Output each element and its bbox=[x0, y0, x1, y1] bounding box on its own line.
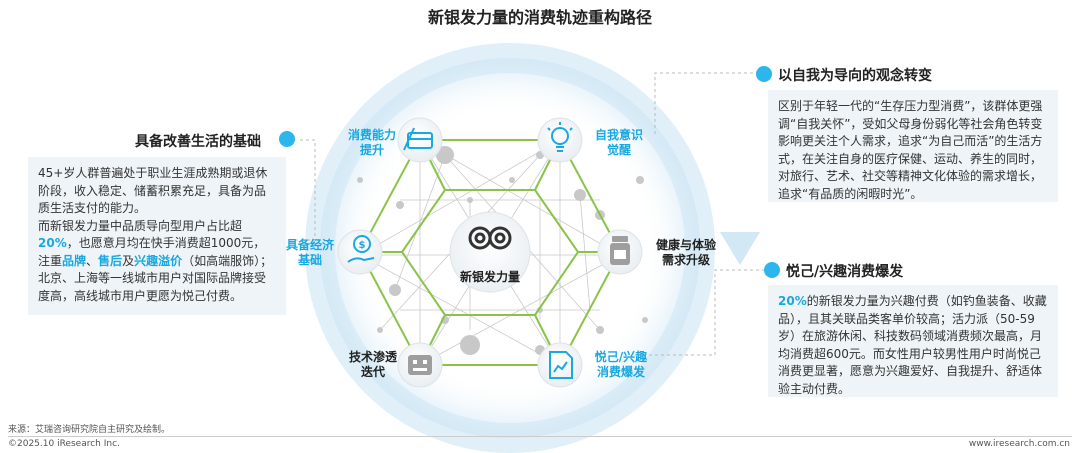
connector-right-top bbox=[654, 72, 765, 135]
tech-device-icon bbox=[408, 355, 432, 375]
copyright: ©2025.10 iResearch Inc. bbox=[8, 439, 120, 449]
right-top-text-box: 区别于年轻一代的“生存压力型消费”，该群体更强调“自我关怀”，受如父母身份弱化等… bbox=[768, 90, 1058, 202]
node-label-tech-penetration: 技术渗透迭代 bbox=[348, 350, 397, 379]
ring-arrow-icon bbox=[720, 232, 760, 265]
node-label-self-pleasing: 悦己/兴趣消费爆发 bbox=[594, 350, 648, 379]
node-label-economic-foundation: 具备经济基础 bbox=[285, 238, 334, 267]
source-note: 来源：艾瑞咨询研究院自主研究及绘制。 bbox=[8, 425, 171, 435]
node-circle-self-pleasing bbox=[537, 342, 583, 388]
document-chart-icon bbox=[549, 351, 573, 379]
svg-text:$: $ bbox=[359, 240, 366, 251]
center-logo-icon bbox=[468, 226, 512, 250]
page-title: 新银发力量的消费轨迹重构路径 bbox=[427, 8, 652, 27]
right-top-heading: 以自我为导向的观念转变 bbox=[778, 68, 932, 84]
right-bottom-heading: 悦己/兴趣消费爆发 bbox=[786, 264, 904, 280]
left-paragraph-2: 而新银发力量中品质导向型用户占比超20%，也愿意月均在快手消费超1000元，注重… bbox=[38, 218, 273, 303]
center-circle bbox=[449, 211, 531, 293]
footer-divider bbox=[8, 436, 1072, 437]
node-label-self-awareness: 自我意识觉醒 bbox=[594, 128, 643, 157]
node-label-consumption-ability: 消费能力提升 bbox=[347, 128, 396, 157]
left-heading: 具备改善生活的基础 bbox=[135, 134, 261, 150]
left-paragraph-1: 45+岁人群普遍处于职业生涯成熟期或退休阶段，收入稳定、储蓄积累充足，具备为品质… bbox=[38, 166, 268, 215]
right-top-heading-dot bbox=[756, 66, 772, 82]
connector-left bbox=[290, 139, 316, 241]
connector-right-bottom bbox=[640, 269, 765, 356]
left-heading-dot bbox=[279, 131, 295, 147]
card-payment-icon bbox=[403, 127, 433, 151]
center-label: 新银发力量 bbox=[459, 270, 520, 284]
coin-hand-icon bbox=[347, 235, 375, 263]
right-bottom-heading-dot bbox=[764, 262, 780, 278]
medicine-bottle-icon bbox=[610, 236, 630, 265]
website-link[interactable]: www.iresearch.com.cn bbox=[968, 439, 1070, 449]
left-text-box: 45+岁人群普遍处于职业生涯成熟期或退休阶段，收入稳定、储蓄积累充足，具备为品质… bbox=[28, 157, 286, 315]
lightbulb-icon bbox=[547, 122, 573, 152]
right-bottom-text-box: 20%的新银发力量为兴趣付费（如钓鱼装备、收藏品），且其关联品类客单价较高；活力… bbox=[768, 285, 1058, 397]
node-label-health-experience: 健康与体验需求升级 bbox=[655, 238, 716, 267]
